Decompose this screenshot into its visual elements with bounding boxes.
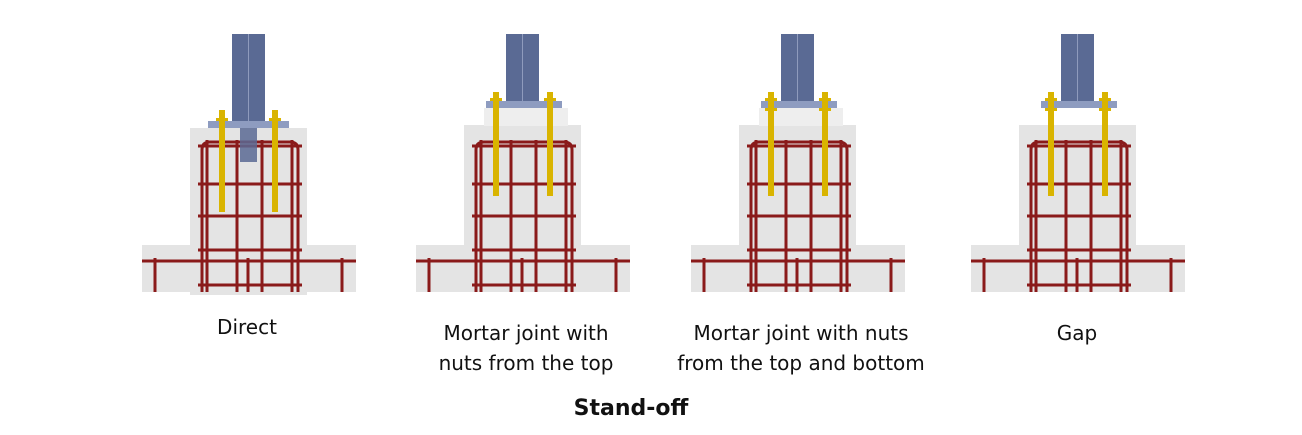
base-plate	[208, 121, 289, 128]
nut-top	[490, 98, 502, 101]
diagram-mortar-joint-nuts-top-bottom	[691, 34, 905, 292]
label-mortar-top: Mortar joint with nuts from the top	[438, 321, 614, 375]
label-gap: Gap	[1056, 321, 1098, 345]
nut-top	[544, 98, 556, 101]
base-plate	[1041, 101, 1117, 108]
base-plate	[761, 101, 837, 108]
nut-top	[765, 98, 777, 101]
anchor-bolt	[822, 92, 828, 196]
label-direct: Direct	[217, 315, 277, 339]
anchor-bolt	[272, 110, 278, 212]
anchor-bolt	[547, 92, 553, 196]
anchor-bolt	[493, 92, 499, 196]
nut-bottom	[1099, 108, 1111, 111]
column-embedded-stub	[240, 128, 257, 162]
anchor-bolt	[1102, 92, 1108, 196]
anchor-bolt	[219, 110, 225, 212]
diagram-direct	[142, 34, 356, 295]
nut-top	[216, 118, 228, 121]
nut-top	[819, 98, 831, 101]
anchor-bolt	[1048, 92, 1054, 196]
nut-bottom	[1045, 108, 1057, 111]
diagram-mortar-joint-nuts-top	[416, 34, 630, 292]
nut-top	[1099, 98, 1111, 101]
nut-bottom	[819, 108, 831, 111]
nut-top	[269, 118, 281, 121]
base-plate	[486, 101, 562, 108]
nut-top	[1045, 98, 1057, 101]
diagram-gap	[971, 34, 1185, 292]
anchor-bolt	[768, 92, 774, 196]
nut-bottom	[765, 108, 777, 111]
label-mortar-top-bottom: Mortar joint with nuts from the top and …	[677, 321, 925, 375]
figure-title: Stand-off	[573, 396, 689, 421]
